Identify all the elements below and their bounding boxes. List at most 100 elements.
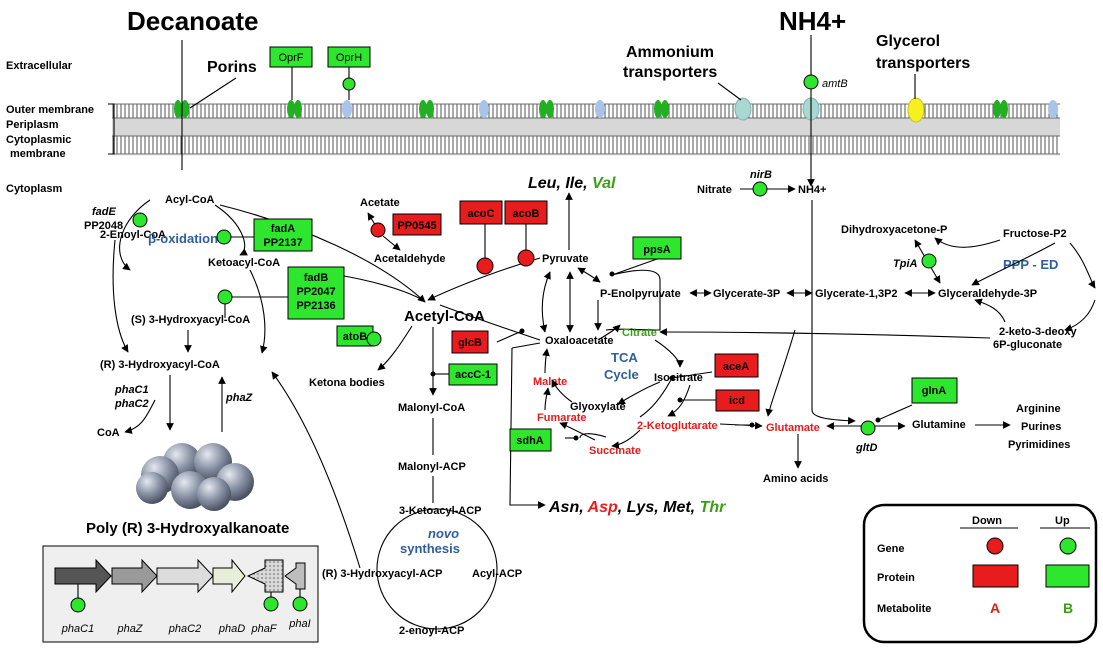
glycerol-label-2: transporters [876,55,970,72]
amino-acids: Amino acids [763,473,828,485]
acoC-gene-dot [476,257,494,275]
operon-label-phaZ: phaZ [116,623,143,635]
operon-label-phaI: phaI [288,618,310,630]
fadA-label: fadA [271,223,296,235]
cycle-label: Cycle [604,367,639,382]
pyrimidines: Pyrimidines [1008,439,1070,451]
malate: Malate [533,376,567,388]
atoB-label: atoB [343,331,368,343]
glutamate: Glutamate [766,422,820,434]
label-cytoplasmic: Cytoplasmic [6,134,71,146]
porin-green-3 [419,100,434,118]
legend-met-up: B [1063,600,1073,616]
operon-phaI [284,562,306,590]
accC-box [448,363,498,386]
legend-protein-down [972,564,1019,588]
acyl-coa: Acyl-CoA [165,194,215,206]
pp2048-label: PP2048 [84,220,123,232]
pp0545-label: PP0545 [397,220,436,232]
sdhA-box [509,428,552,452]
oxaloacetate: Oxaloacetate [545,335,613,347]
phaF-gene-dot [263,596,279,612]
accC-label: accC-1 [455,369,491,381]
amino-top-black: Leu, Ile, [528,175,592,192]
ammonium-label-1: Ammonium [626,44,714,61]
fadB-pp2047: PP2047 [296,286,335,298]
operon-label-phaC2: phaC2 [168,623,201,635]
cytoplasmic-membrane [112,136,1060,154]
sdhA-label: sdhA [516,435,544,447]
acoC-label: acoC [468,208,495,220]
atoB-gene-dot [366,331,382,347]
phaZ-text: phaZ [225,392,254,404]
tpiA-gene-dot [921,253,937,269]
amtB-gene-dot [803,74,819,90]
operon-phaC2 [156,558,214,594]
fadB-box [287,266,345,320]
tpiA-label: TpiA [893,258,917,270]
novo-label: novo [428,526,459,541]
porin-green-1 [174,100,189,118]
tca-label: TCA [611,350,638,365]
arginine: Arginine [1016,403,1061,415]
nirB-gene-dot [752,181,768,197]
amtB-label: amtB [822,78,848,90]
fadB-gene-dot [217,289,233,305]
glnA-box [911,377,958,404]
oprH-gene-dot [342,77,356,91]
acetate: Acetate [360,197,400,209]
coa: CoA [97,427,120,439]
amino-bottom-asn: Asn, [548,499,588,516]
porin-green-6 [993,100,1008,118]
pp0545-box [392,213,442,236]
ammonium-label-2: transporters [623,64,717,81]
fadB-label: fadB [304,272,329,284]
r-hydroxyacyl-coa: (R) 3-Hydroxyacyl-CoA [100,359,220,371]
glutamine: Glutamine [912,419,966,431]
acetaldehyde: Acetaldehyde [374,253,446,265]
glcB-box [451,330,489,354]
amino-bottom-mid: , Lys, Met, [617,499,700,516]
legend-metabolite: Metabolite [877,603,931,615]
fadE-gene-dot [132,212,148,228]
label-outer-membrane: Outer membrane [6,104,94,116]
nitrate: Nitrate [697,184,732,196]
legend-gene: Gene [877,543,905,555]
fadA-box [253,218,313,252]
fumarate: Fumarate [537,412,587,424]
malonyl-coa: Malonyl-CoA [398,402,465,414]
ppp-ed-label: PPP - ED [1003,257,1058,272]
porins-label: Porins [207,59,257,76]
phaC1-text: phaC1 [114,384,149,396]
porin-green-5 [654,100,669,118]
acetyl-coa: Acetyl-CoA [404,308,485,325]
porin-blue-2 [479,100,489,118]
porin-green-4 [539,100,554,118]
beta-oxidation-label: β-oxidation [148,231,218,246]
legend-met-down: A [990,600,1000,616]
gltD-label: gltD [855,442,877,454]
legend-down: Down [972,515,1002,527]
ketoglutarate: 2-Ketoglutarate [637,420,718,432]
amino-bottom-asp: Asp [587,499,618,516]
acoC-box [459,200,503,225]
legend-up: Up [1055,515,1070,527]
fadB-pp2136: PP2136 [296,300,335,312]
nh4-title: NH4+ [779,6,846,36]
malonyl-acp: Malonyl-ACP [398,461,466,473]
porin-blue-1 [342,100,352,118]
aceA-box [714,353,759,378]
legend-gene-up [1059,537,1077,555]
fadA-pp2137: PP2137 [263,237,302,249]
icd-box [715,389,760,412]
acoB-gene-dot [517,249,535,267]
oprF-box [269,46,313,68]
operon-phaD [212,558,246,594]
amino-bottom-thr: Thr [700,499,727,516]
operon-label-phaC1: phaC1 [61,623,94,635]
aceA-label: aceA [723,361,749,373]
enoyl-acp: 2-enoyl-ACP [399,625,464,637]
porin-blue-3 [595,100,605,118]
nh4-cyto: NH4+ [798,184,826,196]
